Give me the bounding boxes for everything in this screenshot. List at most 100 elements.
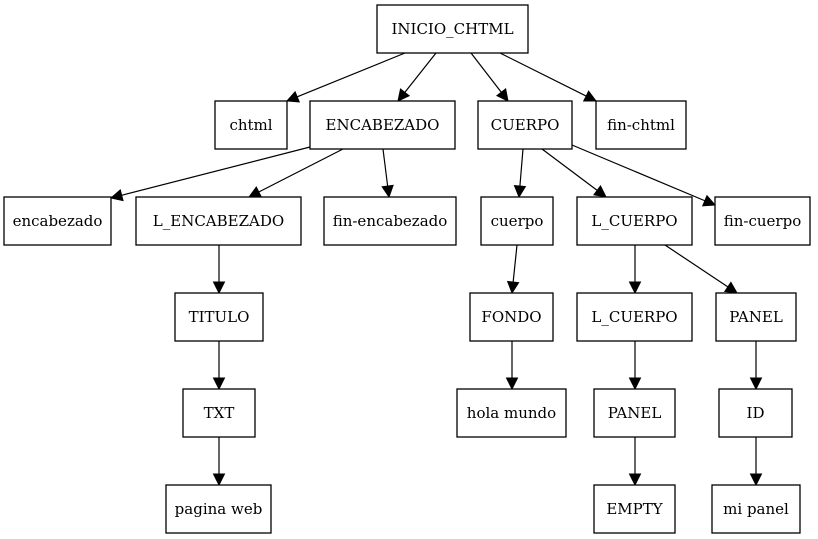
node-pagina-web: pagina web [165,484,272,534]
arrowhead-icon [749,473,763,487]
node-box [323,196,457,246]
node-box [593,484,676,534]
edge-l-encabezado-to-titulo [212,245,226,295]
node-label: ENCABEZADO [326,116,440,134]
node-box [456,388,567,438]
arrowhead-icon [397,88,411,102]
arrowhead-icon [628,473,642,487]
edge-txt-to-pagina-web [212,437,226,487]
node-l-cuerpo-2: L_CUERPO [576,292,693,342]
edge-encabezado-nt-to-l-encabezado [248,148,344,198]
node-label: CUERPO [491,116,560,134]
edge-l-cuerpo-2-to-panel-2 [628,341,642,391]
node-label: PANEL [729,308,783,326]
node-box [3,196,112,246]
node-chtml: chtml [214,100,288,150]
node-box [165,484,272,534]
edge-encabezado-nt-to-encabezado [109,146,311,202]
node-l-cuerpo: L_CUERPO [576,196,693,246]
edges-layer [109,52,763,487]
node-box [593,388,676,438]
node-box [715,292,797,342]
edge-cuerpo-nt-to-cuerpo [513,148,527,199]
node-cuerpo: cuerpo [480,196,554,246]
node-label: TITULO [189,308,250,326]
edge-inicio-chtml-to-cuerpo-nt [470,52,509,102]
node-box [576,196,693,246]
node-fin-cuerpo: fin-cuerpo [714,196,811,246]
edge-cuerpo-to-fondo [506,244,520,295]
arrowhead-icon [723,281,738,294]
node-id: ID [718,388,793,438]
node-box [477,100,573,150]
node-label: ID [747,404,765,422]
node-encabezado-nt: ENCABEZADO [309,100,456,150]
node-box [714,196,811,246]
edge-cuerpo-nt-to-l-cuerpo [541,148,607,198]
node-label: pagina web [175,500,263,518]
node-inicio-chtml: INICIO_CHTML [376,4,529,54]
node-label: mi panel [723,500,789,518]
edge-id-to-mi-panel [749,437,763,487]
edge-panel-to-id [749,341,763,391]
node-label: L_CUERPO [591,308,677,326]
node-panel: PANEL [715,292,797,342]
node-box [376,4,529,54]
node-label: encabezado [13,212,103,230]
node-box [309,100,456,150]
node-label: L_ENCABEZADO [153,212,284,230]
arrowhead-icon [506,280,520,295]
edge-inicio-chtml-to-encabezado-nt [397,52,437,102]
edge-cuerpo-nt-to-fin-cuerpo [571,144,717,207]
node-box [711,484,801,534]
node-label: L_CUERPO [591,212,677,230]
arrowhead-icon [285,90,301,103]
node-label: TXT [204,404,235,422]
arrowhead-icon [381,184,394,199]
node-l-encabezado: L_ENCABEZADO [135,196,302,246]
node-encabezado: encabezado [3,196,112,246]
arrowhead-icon [212,473,226,487]
node-label: fin-encabezado [333,212,448,230]
node-label: hola mundo [467,404,556,422]
edge-l-cuerpo-to-panel [664,244,738,294]
node-box [135,196,302,246]
arrowhead-icon [701,194,717,207]
node-fin-encabezado: fin-encabezado [323,196,457,246]
node-fondo: FONDO [469,292,554,342]
edge-fondo-to-hola-mundo [505,341,519,391]
node-label: INICIO_CHTML [391,20,513,38]
node-label: cuerpo [491,212,544,230]
node-cuerpo-nt: CUERPO [477,100,573,150]
node-label: FONDO [481,308,541,326]
arrowhead-icon [495,88,509,102]
node-panel-2: PANEL [593,388,676,438]
node-box [718,388,793,438]
arrowhead-icon [749,377,763,391]
edge-inicio-chtml-to-chtml [285,52,406,103]
arrowhead-icon [593,185,607,198]
node-box [576,292,693,342]
arrowhead-icon [109,189,124,202]
node-empty: EMPTY [593,484,676,534]
edge-inicio-chtml-to-fin-chtml [499,52,598,102]
edge-encabezado-nt-to-fin-encabezado [381,148,394,199]
node-label: EMPTY [606,500,663,518]
node-box [469,292,554,342]
node-box [214,100,288,150]
node-box [480,196,554,246]
edge-panel-2-to-empty [628,437,642,487]
node-box [174,292,264,342]
edge-titulo-to-txt [212,341,226,391]
node-label: fin-chtml [607,116,675,134]
node-fin-chtml: fin-chtml [595,100,687,150]
node-label: PANEL [608,404,662,422]
node-mi-panel: mi panel [711,484,801,534]
node-txt: TXT [182,388,256,438]
arrowhead-icon [212,377,226,391]
arrowhead-icon [212,281,226,295]
arrowhead-icon [582,90,598,102]
node-box [182,388,256,438]
